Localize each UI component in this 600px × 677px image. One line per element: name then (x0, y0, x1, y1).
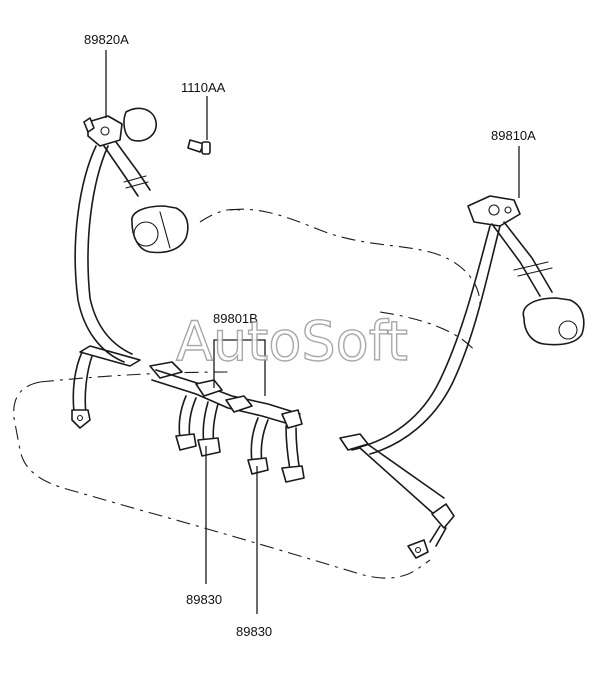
watermark: AutoSoft (176, 310, 408, 373)
leader-lines (105, 50, 520, 614)
label-1110aa: 1110AA (181, 80, 226, 95)
right-seat-belt-assembly (339, 195, 585, 559)
rear-seat-outline (13, 208, 481, 579)
label-89830-right: 89830 (236, 624, 272, 639)
left-seat-belt-assembly (71, 107, 189, 429)
label-89810a: 89810A (491, 128, 536, 143)
label-89820a: 89820A (84, 32, 129, 47)
bolt-part (187, 139, 211, 155)
center-buckle-assembly (151, 369, 305, 483)
label-89801b: 89801B (213, 311, 258, 326)
label-89830-left: 89830 (186, 592, 222, 607)
